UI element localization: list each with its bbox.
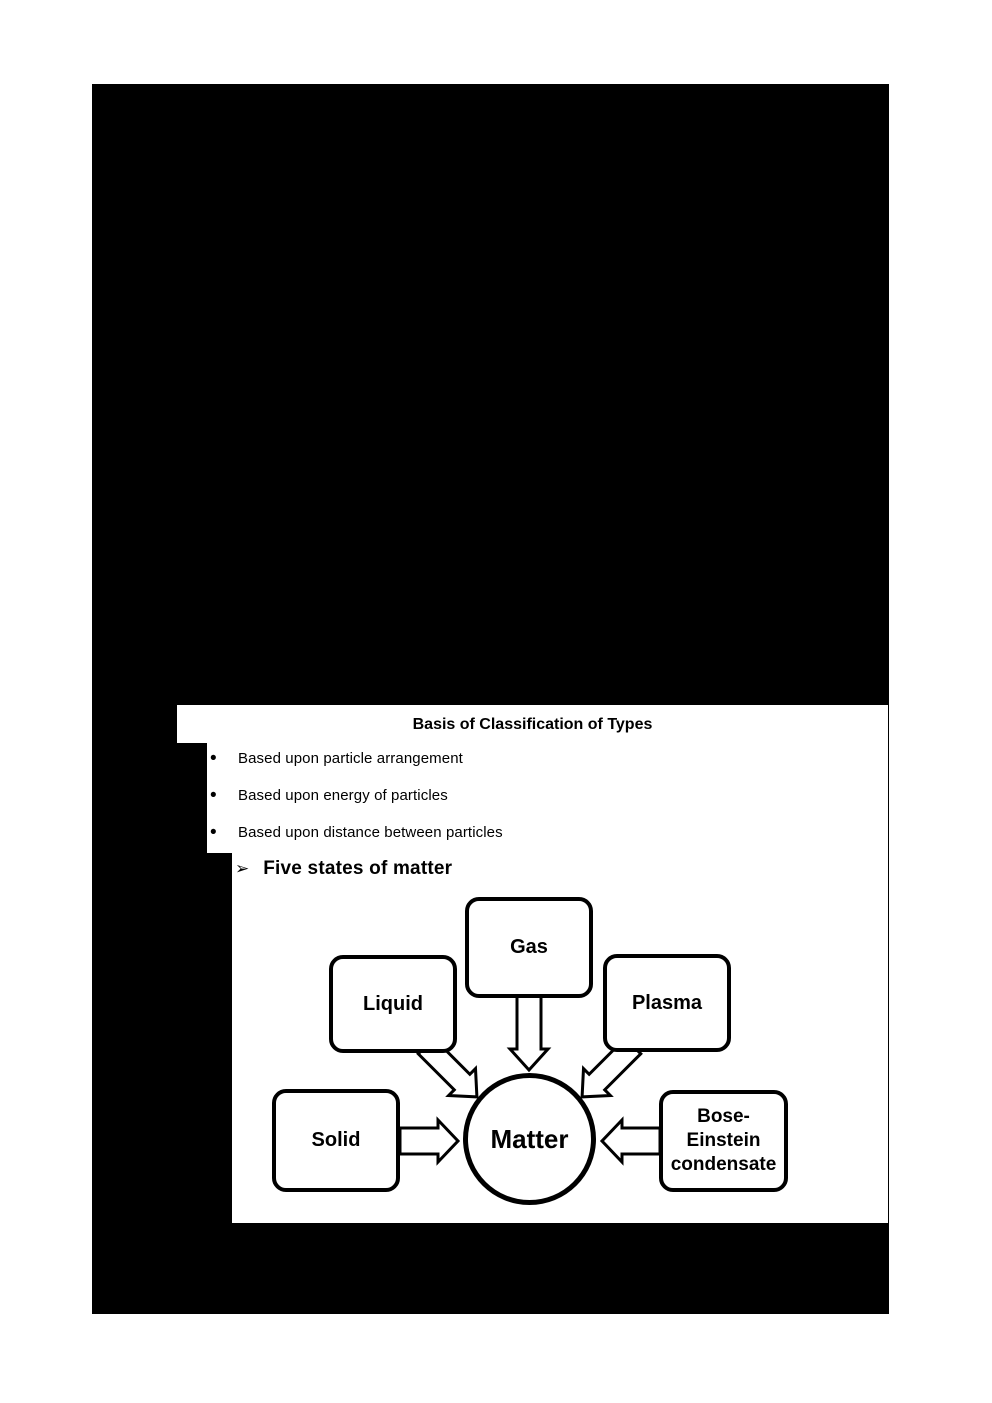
redaction-step-lower — [177, 853, 232, 1223]
arrow-marker-icon: ➢ — [235, 859, 250, 878]
node-plasma-label: Plasma — [631, 991, 703, 1014]
section-heading-label: Five states of matter — [263, 858, 453, 879]
node-matter-label: Matter — [490, 1123, 569, 1154]
bullet-dot-icon: • — [210, 785, 217, 806]
node-solid: Solid — [272, 1089, 400, 1192]
node-liquid: Liquid — [329, 955, 457, 1053]
node-gas: Gas — [465, 897, 593, 998]
node-liquid-label: Liquid — [363, 992, 423, 1015]
node-bose-label: Bose- Einstein condensate — [670, 1106, 777, 1175]
bullet-item: • Based upon energy of particles — [210, 777, 448, 814]
bullet-item: • Based upon distance between particles — [210, 814, 503, 851]
bullet-item: • Based upon particle arrangement — [210, 740, 463, 777]
bullet-dot-icon: • — [210, 748, 217, 769]
bullet-item-label: Based upon energy of particles — [238, 787, 448, 804]
node-plasma: Plasma — [603, 954, 731, 1052]
node-gas-label: Gas — [510, 936, 548, 958]
bullet-dot-icon: • — [210, 822, 217, 843]
section-heading: ➢ Five states of matter — [235, 858, 452, 880]
redaction-step-upper — [177, 743, 207, 853]
node-solid-label: Solid — [311, 1129, 361, 1151]
arrow-gas-to-matter-icon — [506, 994, 552, 1073]
bullet-item-label: Based upon particle arrangement — [238, 750, 463, 767]
arrow-solid-to-matter-icon — [398, 1116, 461, 1166]
panel-title: Basis of Classification of Types — [412, 716, 653, 733]
arrow-bose-to-matter-icon — [599, 1116, 662, 1166]
bullet-item-label: Based upon distance between particles — [238, 824, 503, 841]
content-panel: Basis of Classification of Types • Based… — [177, 705, 888, 1223]
node-matter: Matter — [463, 1073, 596, 1205]
node-bose-einstein-condensate: Bose- Einstein condensate — [659, 1090, 788, 1192]
